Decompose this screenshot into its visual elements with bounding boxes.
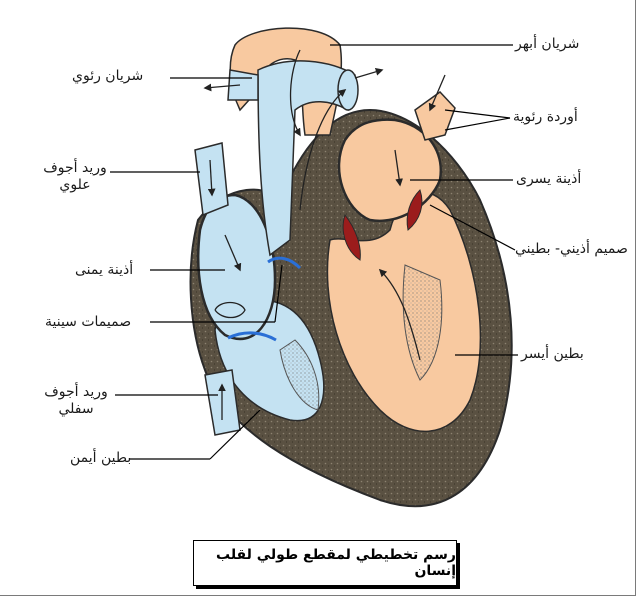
label-svc-line1: وريد أجوف bbox=[40, 160, 110, 177]
label-pulmonary-veins: أوردة رئوية bbox=[513, 109, 578, 126]
label-ivc-line1: وريد أجوف bbox=[40, 384, 112, 401]
label-inferior-vena-cava: وريد أجوف سفلي bbox=[40, 384, 112, 418]
label-ivc-line2: سفلي bbox=[40, 401, 112, 418]
label-pulmonary-artery: شريان رئوي bbox=[72, 68, 143, 85]
label-right-atrium: أذينة يمنى bbox=[75, 262, 133, 279]
label-left-atrium: أذينة يسرى bbox=[516, 171, 581, 188]
label-aorta: شريان أبهر bbox=[515, 36, 579, 53]
caption-text: رسم تخطيطي لمقطع طولي لقلب إنسان bbox=[194, 547, 456, 579]
pulmonary-trunk-opening bbox=[338, 70, 358, 110]
label-left-ventricle: بطين أيسر bbox=[521, 346, 584, 363]
label-right-ventricle: بطين أيمن bbox=[70, 450, 131, 467]
caption-box: رسم تخطيطي لمقطع طولي لقلب إنسان bbox=[193, 540, 457, 586]
flow-arrow-pa-right bbox=[355, 70, 382, 78]
label-av-valve: صميم أذيني- بطيني bbox=[515, 241, 628, 258]
leader-pulmonary-veins-1 bbox=[445, 118, 510, 130]
label-superior-vena-cava: وريد أجوف علوي bbox=[40, 160, 110, 194]
label-semilunar-valves: صميمات سينية bbox=[45, 314, 131, 331]
label-svc-line2: علوي bbox=[40, 177, 110, 194]
leader-pulmonary-veins-2 bbox=[445, 110, 510, 118]
